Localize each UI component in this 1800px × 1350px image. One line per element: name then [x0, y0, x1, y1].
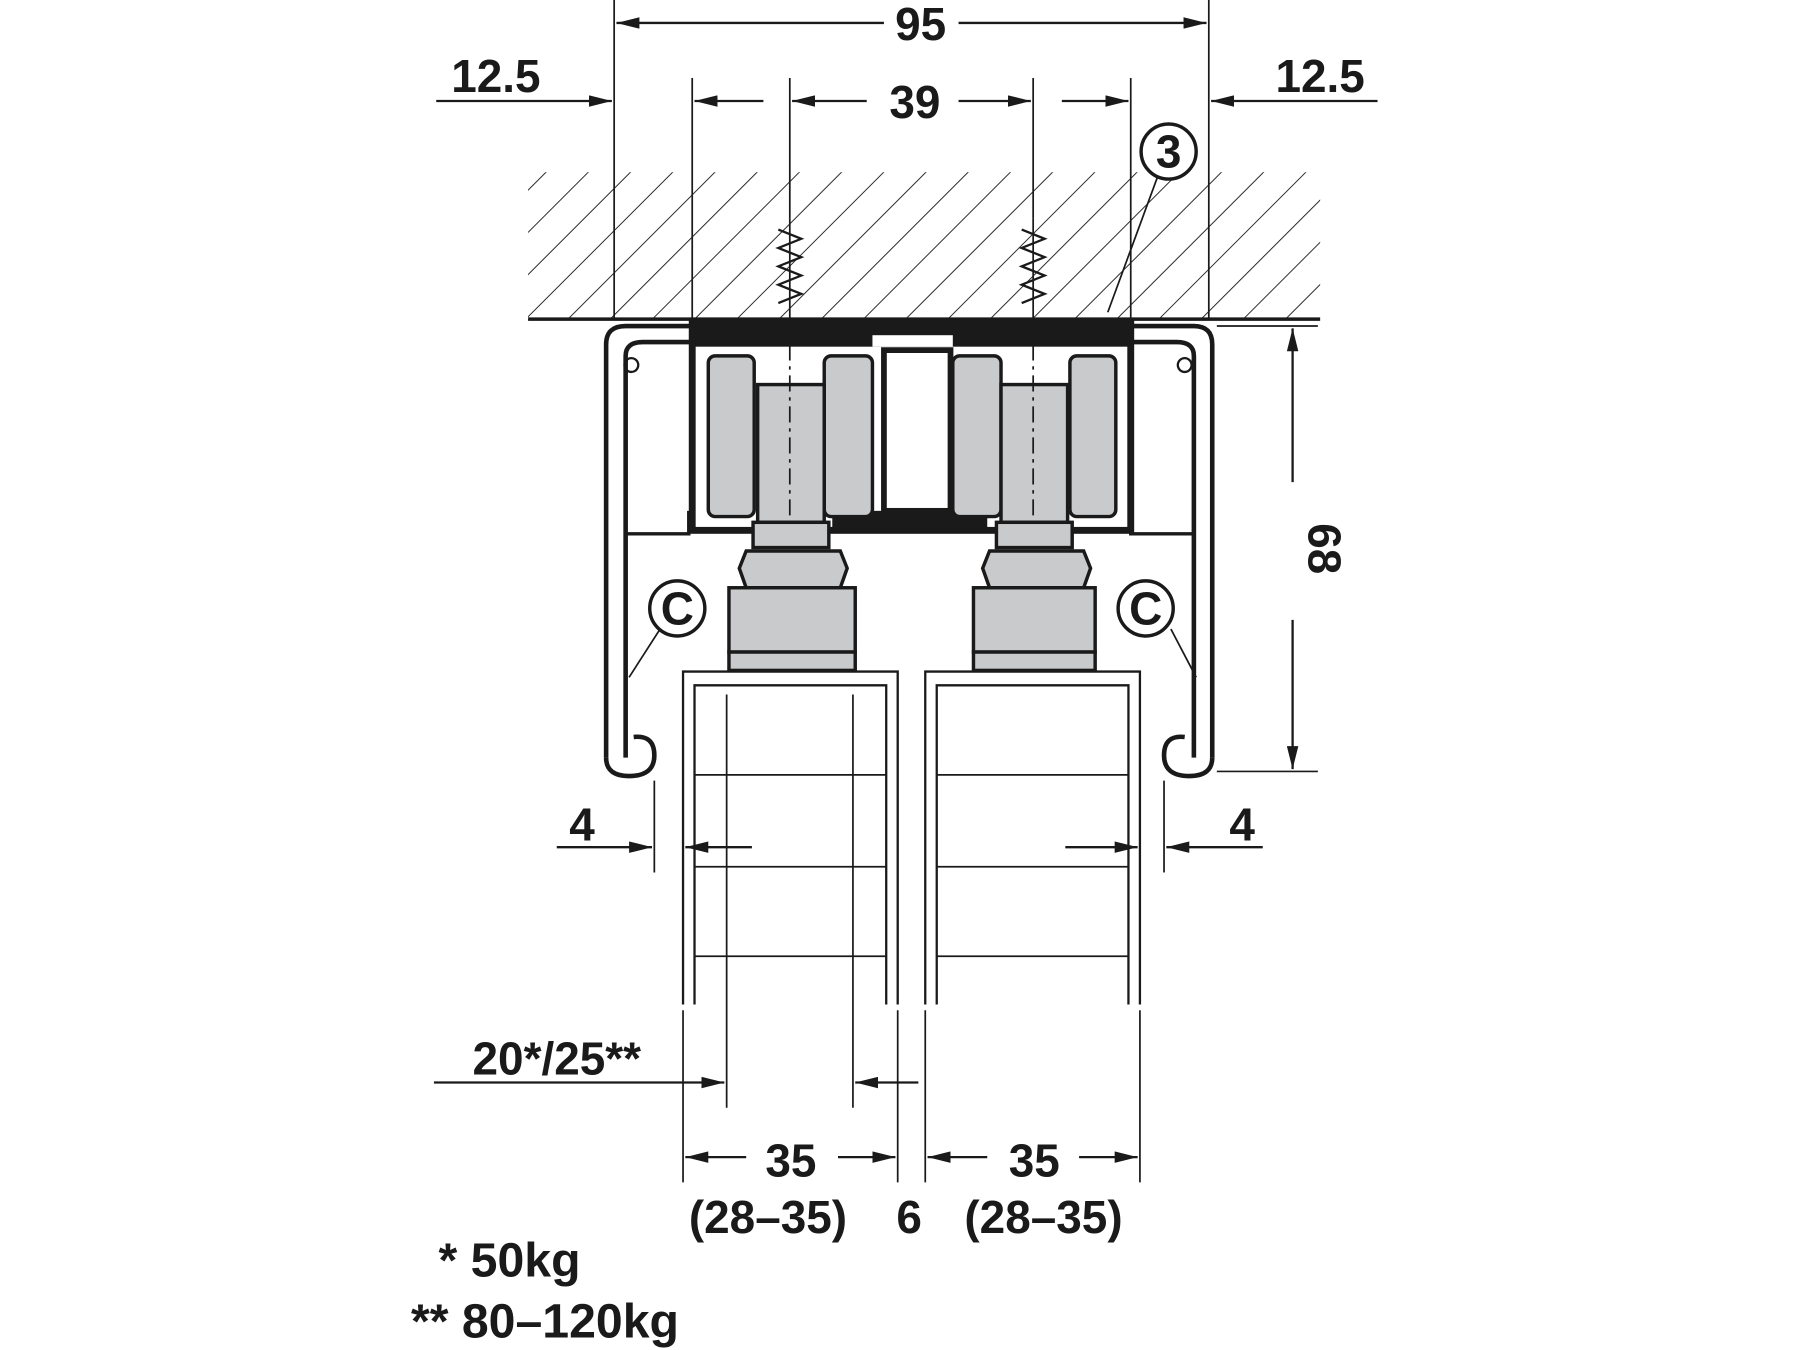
dim-right-gap: 4 — [1229, 798, 1255, 850]
note-50kg: * 50kg — [439, 1234, 581, 1288]
callout-3: 3 — [1139, 122, 1198, 181]
dim-height: 68 — [1299, 523, 1351, 574]
callout-c-left-label: C — [661, 582, 694, 634]
dim-door-thickness: 20*/25** — [473, 1032, 642, 1084]
dimension-arrows — [433, 17, 1378, 1163]
ceiling-hatched — [528, 172, 1321, 321]
dim-track-spacing: 39 — [889, 76, 940, 128]
dim-total-width: 95 — [895, 0, 946, 50]
screw-left — [775, 218, 805, 328]
carriage-right — [951, 344, 1118, 673]
screw-right — [1018, 218, 1048, 328]
dim-left-gap: 4 — [569, 798, 595, 850]
door-left — [681, 670, 899, 1108]
door-right — [924, 670, 1142, 1005]
dim-left-door-width: 35 — [765, 1135, 816, 1187]
dim-right-offset: 12.5 — [1275, 50, 1364, 102]
callout-c-right-label: C — [1129, 582, 1162, 634]
dim-left-door-range: (28–35) — [689, 1191, 847, 1243]
carriage-left — [706, 344, 875, 673]
note-80-120kg: ** 80–120kg — [411, 1294, 679, 1348]
dim-right-door-range: (28–35) — [964, 1191, 1122, 1243]
callout-c-left: C — [648, 579, 707, 638]
extension-lines — [613, 0, 1318, 1183]
callout-c-right: C — [1116, 579, 1175, 638]
dim-right-door-width: 35 — [1009, 1135, 1060, 1187]
callout-3-label: 3 — [1156, 126, 1182, 178]
callout-leaders — [628, 177, 1197, 678]
dim-left-offset: 12.5 — [451, 50, 540, 102]
dim-door-gap: 6 — [896, 1191, 922, 1243]
